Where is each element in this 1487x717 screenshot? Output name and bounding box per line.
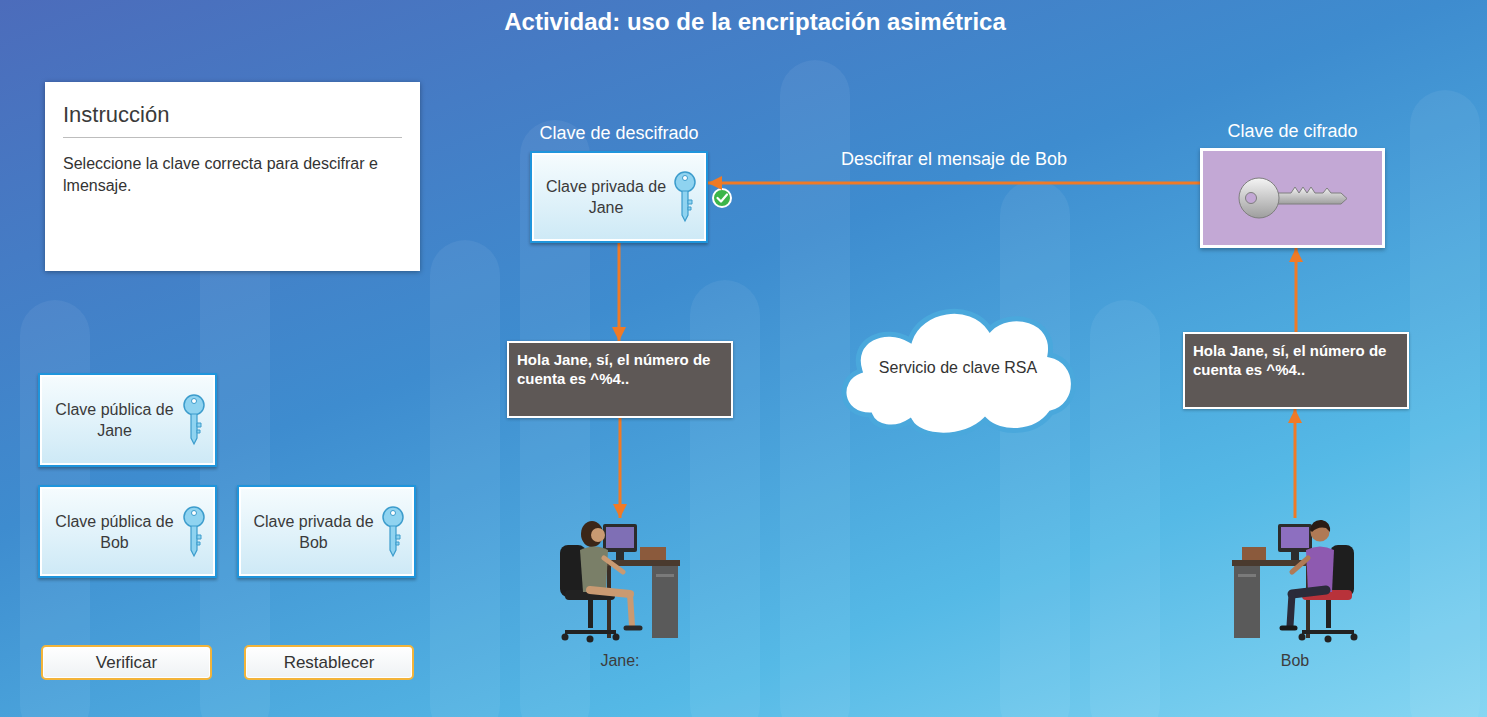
flow-arrow	[1295, 248, 1298, 332]
check-mark	[713, 189, 731, 207]
key-card: Clave pública de Bob	[38, 485, 217, 578]
key-label: Clave pública de Bob	[52, 511, 177, 553]
key-icon	[182, 394, 206, 446]
key-icon	[182, 506, 206, 558]
action-button: Verificar	[41, 645, 212, 680]
encryption-key-slot: Clave de cifrado	[1200, 148, 1385, 248]
slot-heading: Clave de cifrado	[1227, 120, 1357, 142]
message-text: Hola Jane, sí, el número de cuenta es ^%…	[1193, 341, 1399, 379]
bob-figure	[1232, 520, 1358, 643]
flow-arrow	[618, 243, 621, 341]
instruction-panel: InstrucciónSeleccione la clave correcta …	[45, 82, 420, 271]
action-button: Restablecer	[244, 645, 414, 680]
person-name: Bob	[1225, 651, 1365, 671]
silver-key	[1233, 168, 1353, 228]
flow-arrow	[708, 182, 1200, 185]
jane-figure	[560, 521, 680, 643]
message-box: Hola Jane, sí, el número de cuenta es ^%…	[507, 341, 733, 418]
instruction-text: Seleccione la clave correcta para descif…	[63, 153, 402, 197]
cloud-label: Servicio de clave RSA	[879, 358, 1037, 378]
key-card: Clave privada de Bob	[237, 485, 416, 578]
slot-heading: Clave de descifrado	[539, 122, 698, 144]
button-label: Restablecer	[284, 652, 375, 673]
cloud-service: Servicio de clave RSA	[830, 295, 1086, 441]
key-label: Clave pública de Jane	[52, 399, 177, 441]
key-card: Clave pública de Jane	[38, 373, 217, 467]
key-label: Clave privada de Jane	[544, 176, 668, 218]
person-name: Jane:	[550, 651, 690, 671]
person-node: Jane:	[550, 518, 690, 673]
flow-arrow	[1294, 409, 1297, 518]
background-columns	[20, 60, 1480, 717]
arrow-label: Descifrar el mensaje de Bob	[841, 148, 1067, 170]
key-icon	[381, 506, 405, 558]
message-text: Hola Jane, sí, el número de cuenta es ^%…	[517, 350, 723, 388]
panel-heading: Instrucción	[63, 102, 402, 138]
flow-arrow	[619, 418, 622, 518]
person-node: Bob	[1225, 518, 1365, 673]
key-icon	[673, 171, 697, 223]
message-box: Hola Jane, sí, el número de cuenta es ^%…	[1183, 332, 1409, 409]
page-title: Actividad: uso de la encriptación asimét…	[255, 7, 1255, 37]
decryption-key-slot: Clave de descifradoClave privada de Jane	[530, 151, 708, 243]
key-label: Clave privada de Bob	[251, 511, 376, 553]
button-label: Verificar	[96, 652, 157, 673]
